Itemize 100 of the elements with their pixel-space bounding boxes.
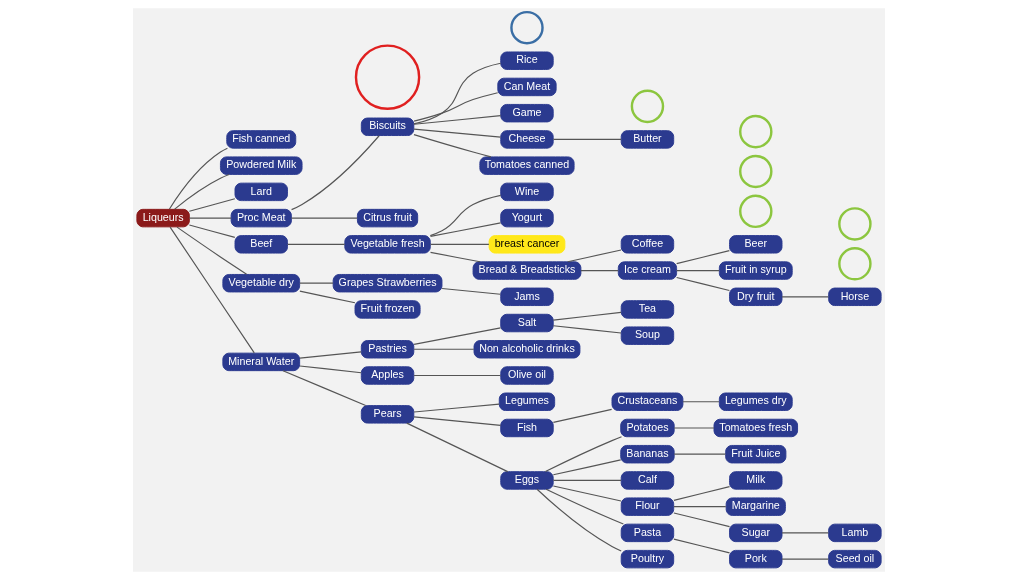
connector: [412, 128, 501, 138]
node-box: Rice: [499, 51, 554, 70]
connector: [672, 512, 730, 528]
node-box: Grapes Strawberries: [332, 273, 442, 293]
connector: [412, 348, 474, 350]
connector: [673, 453, 726, 455]
connector: [290, 135, 380, 211]
connector: [673, 427, 714, 429]
node-box: Bananas: [619, 444, 675, 464]
connector: [188, 217, 232, 219]
connector: [552, 325, 622, 334]
node-box: Butter: [620, 130, 674, 149]
node-box: Fruit in syrup: [718, 261, 793, 280]
connector: [188, 198, 235, 212]
connector: [298, 282, 334, 284]
node-circle: [738, 154, 773, 189]
node-box: Olive oil: [499, 366, 554, 385]
connector: [286, 243, 345, 245]
connector: [168, 147, 228, 210]
node-box: Liqueurs: [135, 208, 190, 228]
node-box: breast cancer: [488, 235, 565, 254]
node-box: Non alcoholic drinks: [473, 340, 580, 359]
node-box: Lard: [234, 182, 288, 202]
connector: [412, 115, 501, 125]
connector: [188, 224, 235, 238]
node-box: Yogurt: [499, 208, 554, 228]
connector: [429, 243, 489, 245]
node-circle: [738, 114, 773, 149]
node-box: Sugar: [728, 523, 782, 543]
connector: [169, 226, 255, 354]
node-box: Eggs: [499, 471, 554, 490]
connector: [412, 62, 501, 125]
connector: [281, 370, 366, 407]
node-box: Dry fruit: [728, 287, 782, 307]
connector: [290, 217, 358, 219]
connector: [545, 488, 624, 525]
connector: [412, 92, 498, 122]
connector: [175, 226, 247, 275]
connector: [412, 134, 491, 158]
node-box: Milk: [728, 471, 782, 490]
node-box: Pears: [360, 405, 414, 424]
connector: [672, 486, 730, 501]
node-box: Seed oil: [827, 549, 882, 569]
connector: [536, 488, 622, 552]
connector: [552, 485, 622, 502]
node-box: Tea: [620, 300, 674, 319]
node-circle: [509, 10, 544, 45]
connector: [298, 365, 362, 374]
connector: [429, 222, 501, 237]
node-box: Fruit frozen: [354, 300, 421, 319]
node-box: Fish canned: [225, 130, 296, 149]
node-box: Calf: [620, 471, 674, 490]
node-box: Fish: [499, 418, 554, 438]
connector: [675, 270, 720, 272]
node-box: Beer: [728, 235, 782, 254]
node-box: Margarine: [725, 497, 786, 516]
node-box: Bread & Breadsticks: [472, 261, 581, 280]
connector: [552, 459, 621, 476]
node-box: Legumes: [498, 392, 555, 411]
node-box: Pastries: [360, 340, 414, 359]
node-box: Lamb: [827, 523, 882, 543]
node-box: Proc Meat: [230, 208, 292, 228]
connector: [681, 401, 720, 403]
node-box: Horse: [827, 287, 882, 307]
node-circle: [354, 44, 420, 110]
connector: [544, 436, 622, 473]
node-box: Pasta: [620, 523, 674, 543]
node-box: Apples: [360, 366, 414, 385]
connector: [552, 408, 612, 423]
connector: [412, 416, 501, 427]
node-box: Fruit Juice: [724, 444, 786, 464]
node-box: Ice cream: [617, 261, 677, 280]
connector: [429, 251, 481, 263]
node-box: Wine: [499, 182, 554, 202]
connector: [566, 249, 622, 263]
node-box: Vegetable fresh: [343, 235, 431, 254]
connector: [441, 287, 501, 295]
node-circle: [738, 194, 773, 229]
node-box: Biscuits: [360, 117, 414, 136]
node-circle: [837, 207, 872, 241]
connector: [672, 538, 730, 554]
connector: [412, 403, 500, 413]
connector: [579, 270, 619, 272]
node-circle: [630, 89, 664, 124]
connector: [675, 276, 730, 292]
node-box: Crustaceans: [611, 392, 683, 411]
node-box: Legumes dry: [718, 392, 793, 411]
connector: [780, 558, 829, 560]
connector: [298, 351, 362, 359]
connector: [675, 250, 730, 265]
connector: [672, 506, 726, 508]
connector: [173, 173, 230, 210]
node-box: Beef: [234, 235, 288, 254]
node-box: Tomatoes fresh: [713, 418, 798, 438]
connector: [412, 374, 501, 377]
connector: [780, 532, 829, 534]
node-box: Citrus fruit: [356, 208, 418, 228]
connector: [298, 290, 355, 304]
node-box: Pork: [728, 549, 782, 569]
node-box: Vegetable dry: [221, 273, 300, 293]
